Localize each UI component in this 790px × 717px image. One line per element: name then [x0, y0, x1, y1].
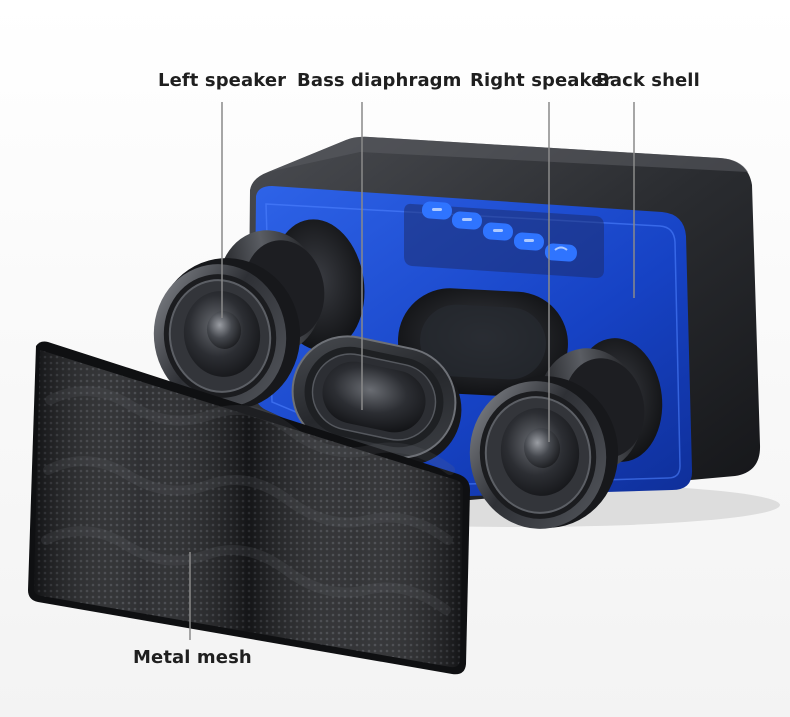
label-bass-diaphragm: Bass diaphragm — [297, 70, 462, 91]
label-left-speaker: Left speaker — [158, 70, 286, 91]
label-back-shell: Back shell — [596, 70, 700, 91]
label-metal-mesh: Metal mesh — [133, 647, 252, 668]
label-right-speaker: Right speaker — [470, 70, 612, 91]
